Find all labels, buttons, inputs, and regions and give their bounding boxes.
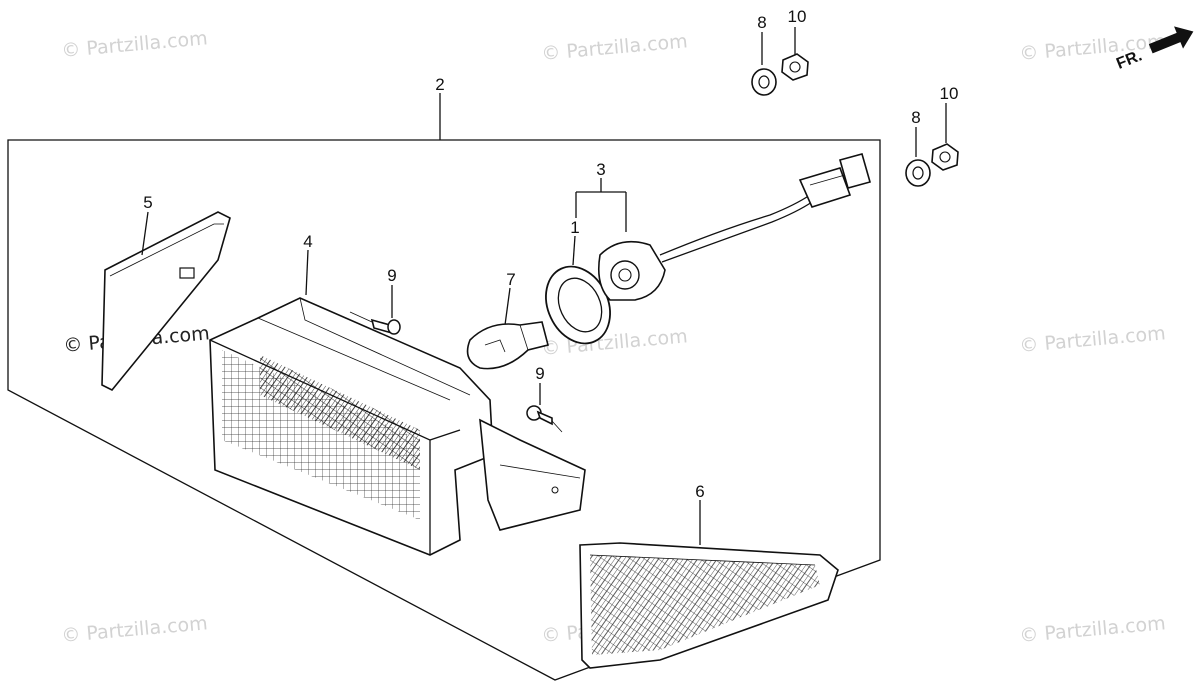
part-6-reflector-lens bbox=[579, 500, 839, 669]
callout-1: 1 bbox=[570, 218, 579, 237]
part-3-socket-harness bbox=[575, 153, 871, 301]
callout-8-lower: 8 bbox=[911, 108, 920, 127]
part-5-side-cover bbox=[101, 211, 231, 392]
callout-4: 4 bbox=[303, 232, 312, 251]
watermark: © Partzilla.com bbox=[1019, 322, 1167, 357]
callout-6: 6 bbox=[695, 482, 704, 501]
part-10-nut-lower bbox=[931, 103, 959, 171]
part-1-gasket bbox=[545, 235, 611, 345]
callout-10-upper: 10 bbox=[788, 7, 807, 26]
part-8-grommet-lower bbox=[905, 127, 931, 187]
part-10-nut-upper bbox=[781, 27, 809, 81]
callout-8-upper: 8 bbox=[757, 13, 766, 32]
callout-3: 3 bbox=[596, 160, 605, 179]
watermark: © Partzilla.com bbox=[1019, 30, 1167, 65]
callout-7: 7 bbox=[506, 270, 515, 289]
watermark: © Partzilla.com bbox=[61, 612, 209, 647]
watermark: © Partzilla.com bbox=[1019, 612, 1167, 647]
part-7-bulb bbox=[466, 287, 549, 370]
callout-5: 5 bbox=[143, 193, 152, 212]
part-8-grommet-upper bbox=[751, 32, 777, 96]
callout-2: 2 bbox=[435, 75, 444, 94]
front-direction-arrow: FR. bbox=[1114, 26, 1194, 73]
callout-9-upper: 9 bbox=[387, 266, 396, 285]
part-9-screw-lower bbox=[526, 383, 563, 433]
callout-10-lower: 10 bbox=[940, 84, 959, 103]
callouts: 1 2 3 4 5 6 7 8 8 9 9 10 10 bbox=[143, 7, 958, 501]
part-4-lens-housing bbox=[209, 249, 586, 556]
watermark: © Partzilla.com bbox=[61, 27, 209, 62]
part-9-screw-upper bbox=[349, 285, 401, 335]
watermark: © Partzilla.com bbox=[541, 30, 689, 65]
callout-9-lower: 9 bbox=[535, 364, 544, 383]
